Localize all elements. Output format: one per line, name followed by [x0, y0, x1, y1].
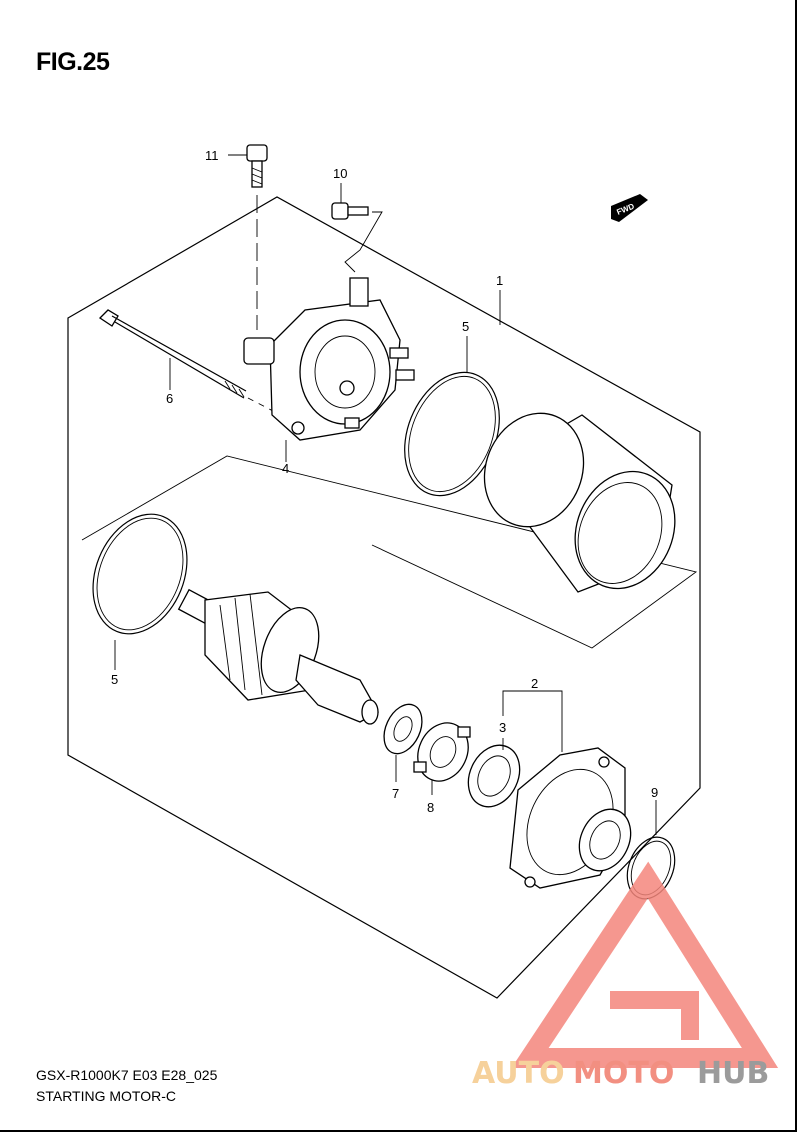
callout-1: 1	[496, 273, 503, 288]
part-3-oil-seal	[467, 738, 521, 808]
callout-11: 10	[333, 166, 347, 181]
part-11-screw	[331, 202, 383, 273]
assembly-outline	[67, 196, 701, 999]
model-code: GSX-R1000K7 E03 E28_025	[36, 1067, 218, 1083]
callout-9: 9	[651, 785, 658, 800]
callout-10: 11	[205, 148, 219, 163]
watermark-moto: MOTO	[573, 1056, 674, 1091]
callout-6: 6	[166, 391, 173, 406]
callout-7: 7	[392, 786, 399, 801]
watermark-triangle-icon	[511, 861, 779, 1068]
callout-3: 3	[499, 720, 506, 735]
part-6-through-bolt	[98, 309, 276, 413]
callout-4: 4	[282, 461, 289, 476]
watermark-auto: AUTO	[472, 1056, 565, 1091]
part-2-front-housing	[502, 690, 632, 889]
callout-5-upper: 5	[462, 319, 469, 334]
part-4-brush-holder	[243, 277, 415, 462]
callout-2: 2	[531, 676, 538, 691]
figure-title: FIG.25	[36, 48, 110, 76]
part-10-bolt	[246, 144, 268, 330]
part-8-lock-plate	[413, 722, 471, 795]
figure-subtitle: STARTING MOTOR-C	[36, 1088, 176, 1104]
part-5-o-ring-lower	[92, 513, 188, 635]
callout-8: 8	[427, 800, 434, 815]
part-1-yoke	[483, 412, 676, 593]
callout-5-lower: 5	[111, 672, 118, 687]
watermark-logo: AUTO MOTO HUB	[472, 861, 779, 1091]
armature	[177, 588, 379, 725]
fwd-arrow-icon: FWD	[611, 194, 648, 222]
watermark-hub: HUB	[697, 1056, 769, 1091]
part-7-washer	[383, 703, 423, 782]
subassembly-outline	[81, 455, 698, 649]
